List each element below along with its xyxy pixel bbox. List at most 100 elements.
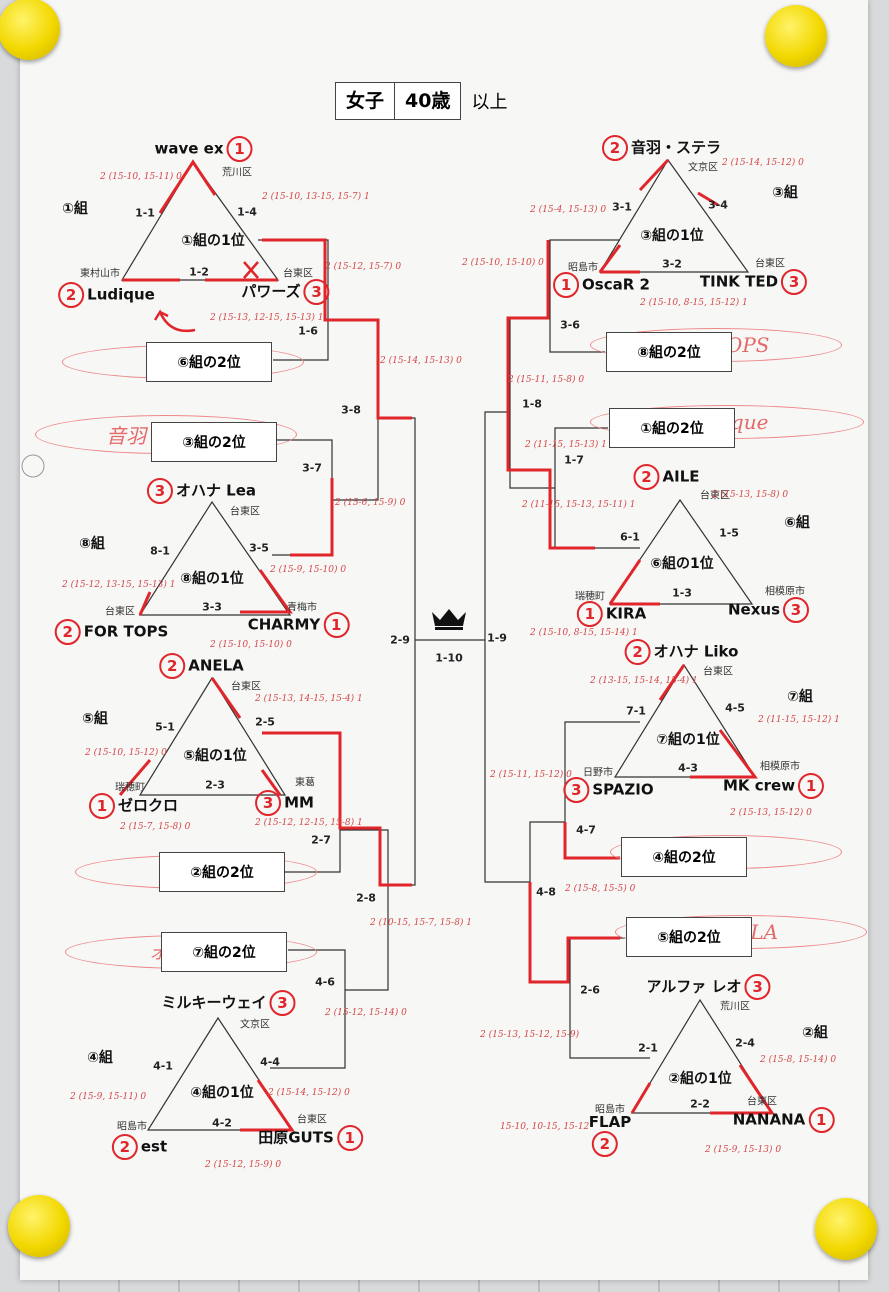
match-label: 2-5 bbox=[255, 715, 275, 729]
team-city: 台東区 bbox=[230, 506, 260, 518]
match-label: 2-2 bbox=[690, 1097, 710, 1111]
handwritten-score: 2 (15-10, 15-10) 0 bbox=[210, 640, 292, 650]
match-label: 1-4 bbox=[237, 205, 257, 219]
handwritten-score: 2 (11-15, 15-13, 15-11) 1 bbox=[522, 500, 636, 510]
match-label: 3-1 bbox=[612, 200, 632, 214]
match-label: 2-1 bbox=[638, 1041, 658, 1055]
handwritten-score: 2 (15-9, 15-10) 0 bbox=[270, 565, 347, 575]
team-city: 荒川区 bbox=[222, 167, 252, 179]
team-city: 相模原市 bbox=[760, 761, 800, 773]
winner-marks bbox=[118, 158, 775, 1132]
match-label: 4-1 bbox=[153, 1059, 173, 1073]
triangle-g6 bbox=[608, 498, 754, 605]
handwritten-score: 2 (15-10, 13-15, 15-7) 1 bbox=[262, 192, 370, 202]
second-place-box: ①組の2位 bbox=[609, 408, 735, 448]
triangle-g4 bbox=[146, 1016, 294, 1131]
group-center-label: ⑧組の1位 bbox=[180, 571, 244, 587]
group-label: ②組 bbox=[802, 1025, 828, 1041]
title-suffix: 以上 bbox=[471, 92, 508, 113]
handwritten-score: 2 (11-15, 15-12) 1 bbox=[758, 715, 840, 725]
handwritten-score: 2 (15-8, 15-14) 0 bbox=[760, 1055, 837, 1065]
team-city: 東村山市 bbox=[80, 268, 120, 280]
team-city: 台東区 bbox=[747, 1096, 777, 1108]
group-label: ⑦組 bbox=[787, 689, 813, 705]
match-label: 3-5 bbox=[249, 541, 269, 555]
triangle-g7 bbox=[613, 663, 757, 778]
team-city: 台東区 bbox=[105, 606, 135, 618]
group-center-label: ⑤組の1位 bbox=[183, 748, 247, 764]
group-label: ⑤組 bbox=[82, 711, 108, 727]
group-center-label: ③組の1位 bbox=[640, 228, 704, 244]
group-center-label: ⑥組の1位 bbox=[650, 556, 714, 572]
handwritten-score: 2 (15-14, 15-12) 0 bbox=[268, 1088, 350, 1098]
triangle-g5 bbox=[138, 676, 287, 796]
bracket-match-label: 3-7 bbox=[302, 461, 322, 475]
handwritten-score: 2 (15-12, 12-15, 15-8) 1 bbox=[255, 818, 363, 828]
punch-hole bbox=[21, 454, 45, 478]
match-label: 2-3 bbox=[205, 778, 225, 792]
handwritten-score: 2 (15-12, 15-7) 0 bbox=[325, 262, 402, 272]
match-label: 4-3 bbox=[678, 761, 698, 775]
bracket-match-label: 2-9 bbox=[390, 633, 410, 647]
team-city: 青梅市 bbox=[287, 602, 317, 614]
second-place-box: ②組の2位 bbox=[159, 852, 285, 892]
handwritten-score: 2 (15-12, 15-9) 0 bbox=[205, 1160, 282, 1170]
team-city: 荒川区 bbox=[720, 1001, 750, 1013]
second-place-box: ⑦組の2位 bbox=[161, 932, 287, 972]
magnet-icon bbox=[8, 1195, 70, 1257]
bracket-match-label: 2-6 bbox=[580, 983, 600, 997]
match-label: 4-2 bbox=[212, 1116, 232, 1130]
final-match-label: 1-10 bbox=[435, 651, 463, 665]
crown-icon bbox=[432, 609, 466, 630]
group-center-label: ①組の1位 bbox=[181, 233, 245, 249]
team-city: 昭島市 bbox=[117, 1121, 147, 1133]
handwritten-score: 2 (15-10, 15-11) 0 bbox=[100, 172, 182, 182]
group-label: ①組 bbox=[62, 201, 88, 217]
match-label: 7-1 bbox=[626, 704, 646, 718]
handwritten-score: 2 (15-13, 15-12) 0 bbox=[730, 808, 812, 818]
triangle-g8 bbox=[138, 500, 292, 616]
match-label: 3-4 bbox=[708, 198, 728, 212]
second-place-box: ⑧組の2位 bbox=[606, 332, 732, 372]
group-label: ⑧組 bbox=[79, 536, 105, 552]
triangle-g1 bbox=[120, 160, 280, 281]
handwritten-score: 2 (11-15, 15-13) 1 bbox=[525, 440, 607, 450]
handwritten-score: 2 (15-7, 15-8) 0 bbox=[120, 822, 191, 832]
bracket-match-label: 3-8 bbox=[341, 403, 361, 417]
handwritten-score: 2 (15-8, 15-5) 0 bbox=[565, 884, 636, 894]
team-city: 日野市 bbox=[583, 767, 613, 779]
match-label: 1-5 bbox=[719, 526, 739, 540]
handwritten-score: 2 (15-12, 15-14) 0 bbox=[325, 1008, 407, 1018]
team-city: 台東区 bbox=[703, 666, 733, 678]
bracket-match-label: 4-6 bbox=[315, 975, 335, 989]
handwritten-score: 2 (15-12, 13-15, 15-13) 1 bbox=[62, 580, 176, 590]
match-label: 3-2 bbox=[662, 257, 682, 271]
team-city: 昭島市 bbox=[595, 1104, 625, 1116]
bracket-match-label: 3-6 bbox=[560, 318, 580, 332]
magnet-icon bbox=[0, 0, 60, 60]
title-gender: 女子 bbox=[335, 82, 396, 120]
title-age: 40歳 bbox=[395, 82, 462, 120]
bracket-match-label: 2-8 bbox=[356, 891, 376, 905]
handwritten-score: 2 (15-11, 15-8) 0 bbox=[508, 375, 585, 385]
second-place-box: ③組の2位 bbox=[151, 422, 277, 462]
magnet-icon bbox=[815, 1198, 877, 1260]
match-label: 3-3 bbox=[202, 600, 222, 614]
handwritten-score: 2 (15-13, 12-15, 15-13) 1 bbox=[210, 313, 324, 323]
triangle-g2 bbox=[630, 998, 774, 1114]
group-label: ⑥組 bbox=[784, 515, 810, 531]
bracket-match-label: 1-7 bbox=[564, 453, 584, 467]
